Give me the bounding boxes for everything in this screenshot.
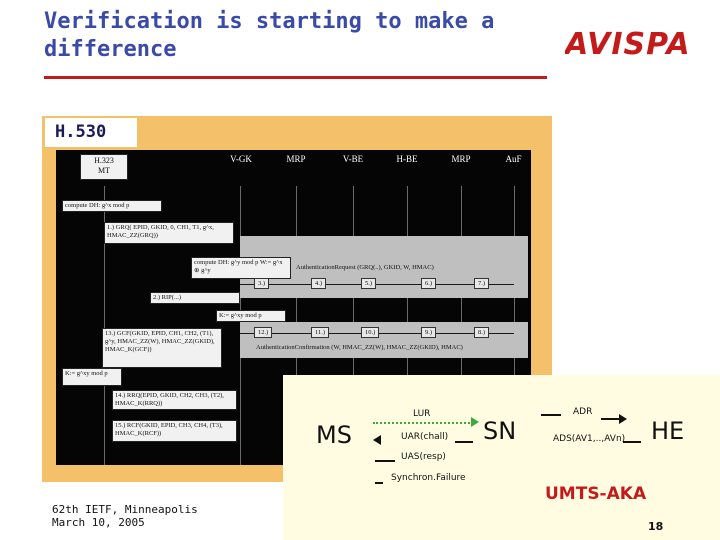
step-number-11: 11.) [311,327,330,338]
h530-label: H.530 [45,118,137,147]
step-number-7: 7.) [474,278,490,289]
step-compute-dh: compute DH: g^x mod p [62,200,162,212]
umts-aka-label: UMTS-AKA [545,484,647,504]
entity-h323-mt: H.323 MT [80,154,128,180]
step-13-gcf: 13.) GCF(GKID, EPID, CH1, CH2, (T1), g^y… [102,328,222,368]
arrow-adr-tail [541,414,561,416]
step-14-rrq: 14.) RRQ(EPID, GKID, CH2, CH3, (T2), HMA… [112,390,237,410]
entity-mrp-2: MRP [451,154,471,164]
auth-request-arrow [240,284,514,285]
footer: 62th IETF, Minneapolis March 10, 2005 [52,503,198,529]
entity-label: H.323 MT [94,156,114,175]
avispa-logo: AVISPA [565,27,691,62]
title-line-1: Verification is starting to make a [44,9,495,34]
entity-auf: AuF [505,154,522,164]
step-2-rip: 2.) RIP(...) [150,292,240,304]
arrow-uar-head [373,435,381,445]
entity-h-be: H-BE [396,154,418,164]
step-number-6: 6.) [421,278,437,289]
arrow-ads [623,441,641,443]
node-he: HE [651,417,685,445]
node-ms: MS [316,421,352,449]
footer-line-2: March 10, 2005 [52,516,145,529]
auth-confirm-text: AuthenticationConfirmation (W, HMAC_ZZ(W… [256,344,463,351]
arrow-adr-head [619,414,627,424]
step-mt-key: K:= g^xy mod p [62,368,122,386]
title-underline [44,76,547,79]
step-1-grq: 1.) GRQ( EPID, GKID, 0, CH1, T1, g^x, HM… [104,222,234,244]
step-number-9: 9.) [421,327,437,338]
arrow-lur [373,422,473,424]
slide-title: Verification is starting to make a diffe… [44,8,544,64]
msg-lur: LUR [413,409,431,419]
step-vgk-key: K:= g^xy mod p [216,310,286,322]
arrow-uar [455,441,473,443]
msg-synch-failure: Synchron.Failure [391,473,466,483]
arrow-lur-head [471,417,479,427]
msg-uar-chall: UAR(chall) [401,432,449,442]
step-15-rcf: 15.) RCF(GKID, EPID, CH3, CH4, (T3), HMA… [112,420,237,442]
arrow-uas [375,460,395,462]
title-line-2: difference [44,37,177,62]
page-number: 18 [648,520,664,533]
step-number-12: 12.) [254,327,273,338]
entity-mrp-1: MRP [286,154,306,164]
footer-line-1: 62th IETF, Minneapolis [52,503,198,516]
step-number-8: 8.) [474,327,490,338]
step-number-5: 5.) [361,278,377,289]
auth-request-text: AuthenticationRequest (GRQ(..), GKID, W,… [296,264,434,271]
step-vgk-compute-dh: compute DH: g^y mod p W:= g^x ⊕ g^y [191,257,291,279]
entity-v-be: V-BE [342,154,364,164]
step-number-3: 3.) [254,278,270,289]
lifeline-mt [104,186,105,465]
umts-aka-panel: MS SN HE LUR UAR(chall) UAS(resp) Synchr… [283,375,720,540]
step-number-10: 10.) [361,327,380,338]
arrow-adr [601,418,619,420]
msg-ads: ADS(AV1,..,AVn) [553,434,626,444]
msg-adr: ADR [573,407,593,417]
arrow-synch [375,482,383,484]
entity-v-gk: V-GK [230,154,252,164]
step-number-4: 4.) [311,278,327,289]
avispa-logo-text: AVISPA [565,27,691,62]
h530-sequence-diagram: H.323 MT V-GK MRP V-BE H-BE MRP AuF comp… [56,150,531,465]
msg-uas-resp: UAS(resp) [401,452,446,462]
node-sn: SN [483,417,517,445]
